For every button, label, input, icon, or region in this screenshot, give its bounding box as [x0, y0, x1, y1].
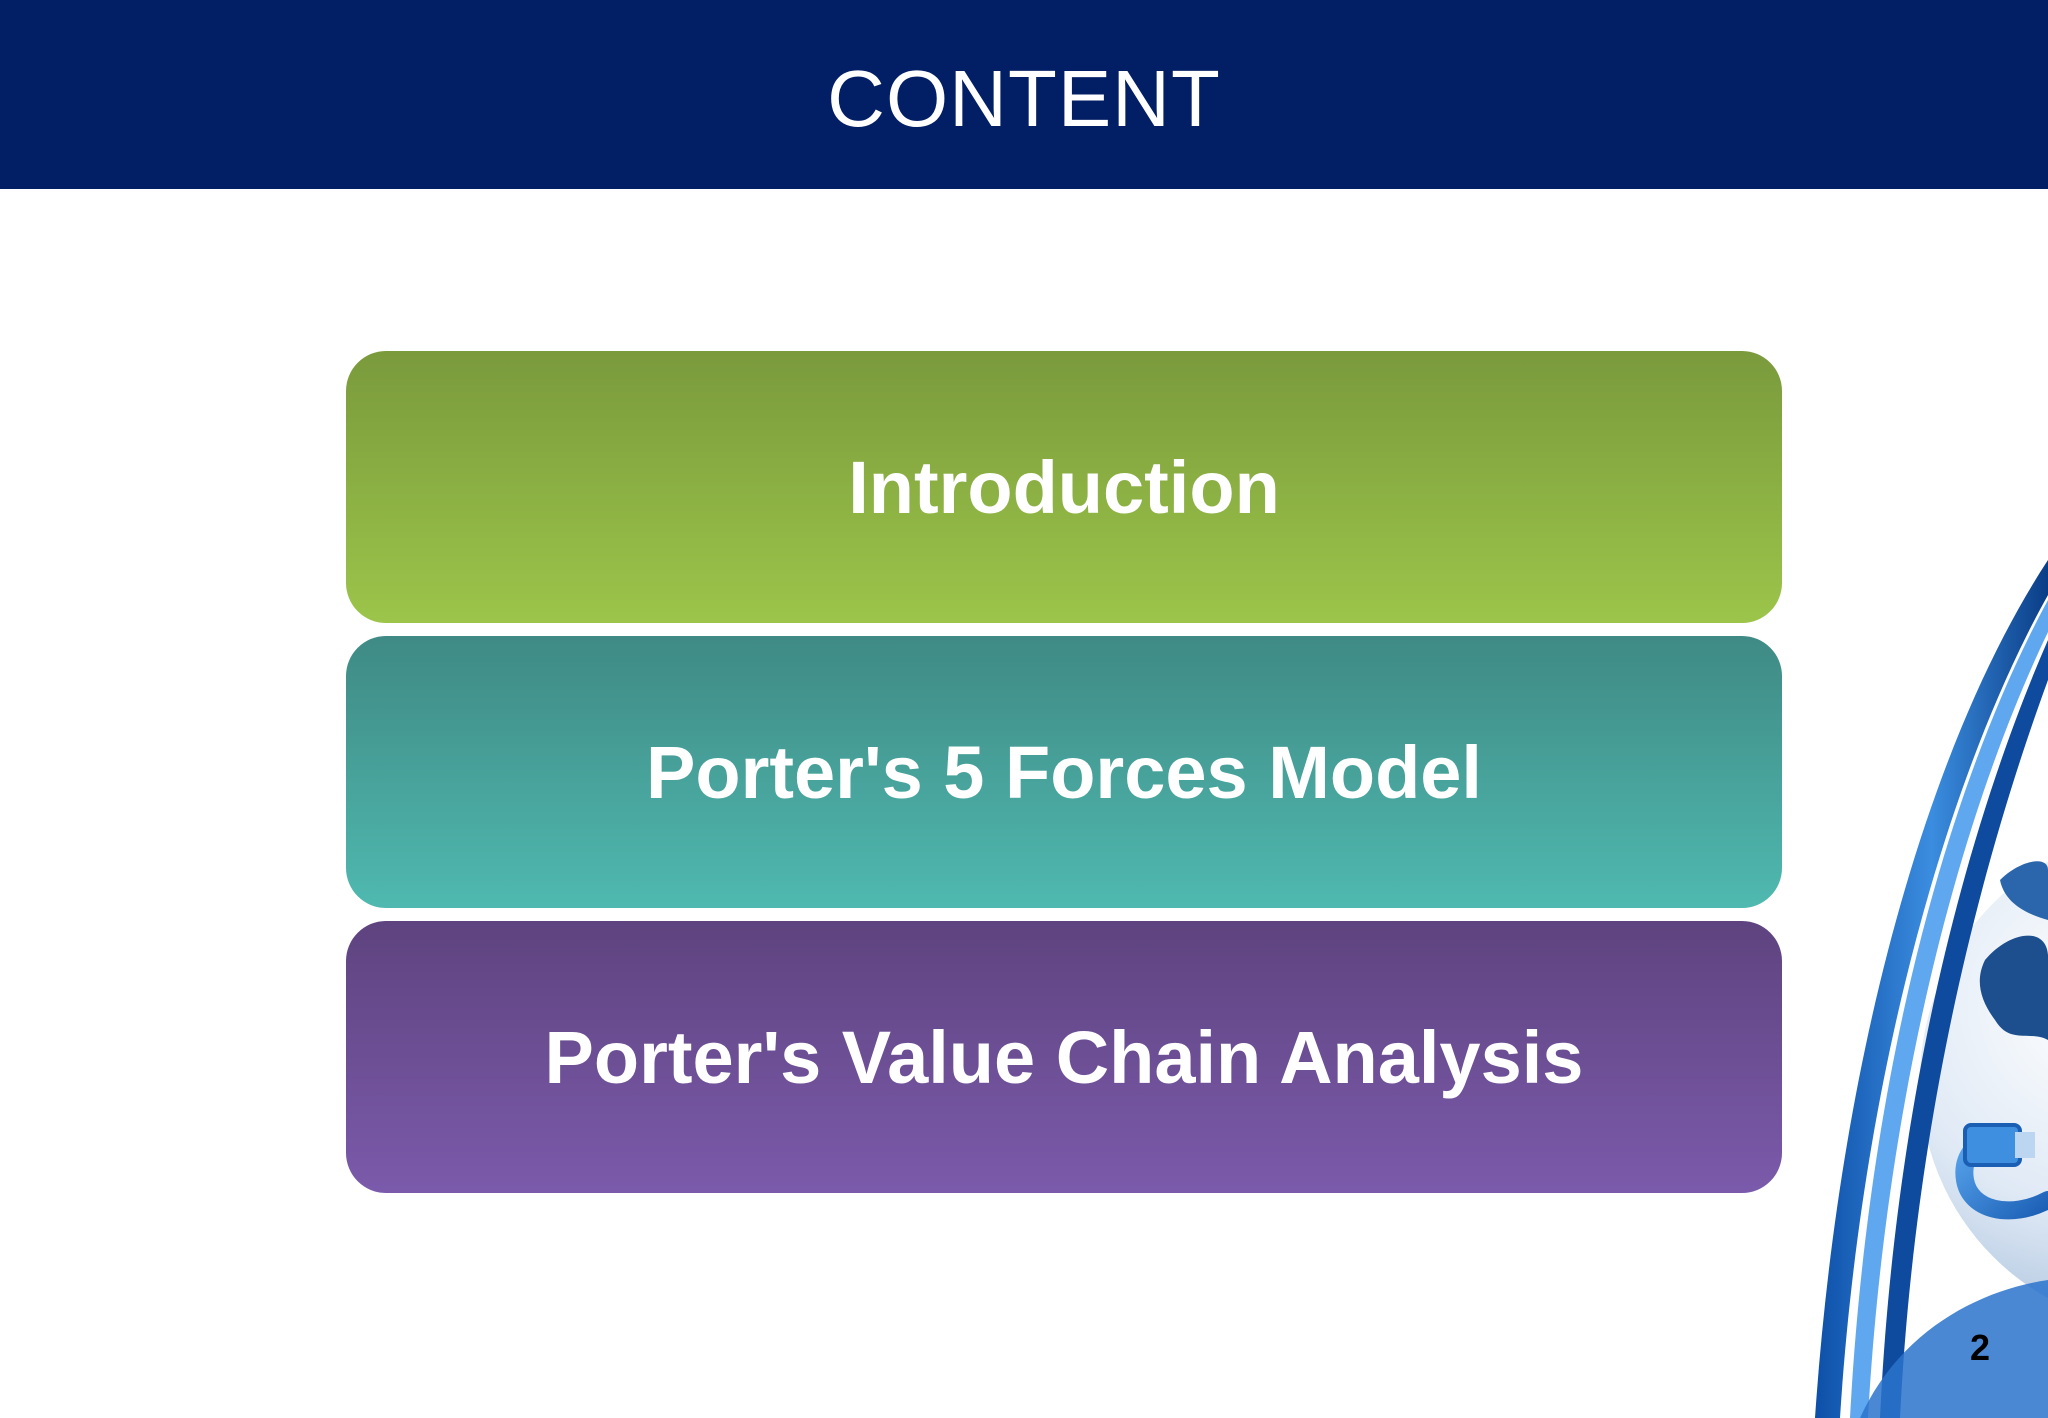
page-number: 2	[1969, 1327, 1991, 1368]
menu-item-label: Porter's Value Chain Analysis	[544, 1015, 1584, 1099]
menu-item-label: Porter's 5 Forces Model	[646, 730, 1482, 814]
menu-item-introduction[interactable]: Introduction	[346, 351, 1782, 623]
menu-item-label: Introduction	[848, 445, 1280, 529]
menu-item-porters-5-forces[interactable]: Porter's 5 Forces Model	[346, 636, 1782, 908]
header-bar: CONTENT	[0, 0, 2048, 189]
menu-item-value-chain[interactable]: Porter's Value Chain Analysis	[346, 921, 1782, 1193]
page-title: CONTENT	[827, 53, 1221, 143]
